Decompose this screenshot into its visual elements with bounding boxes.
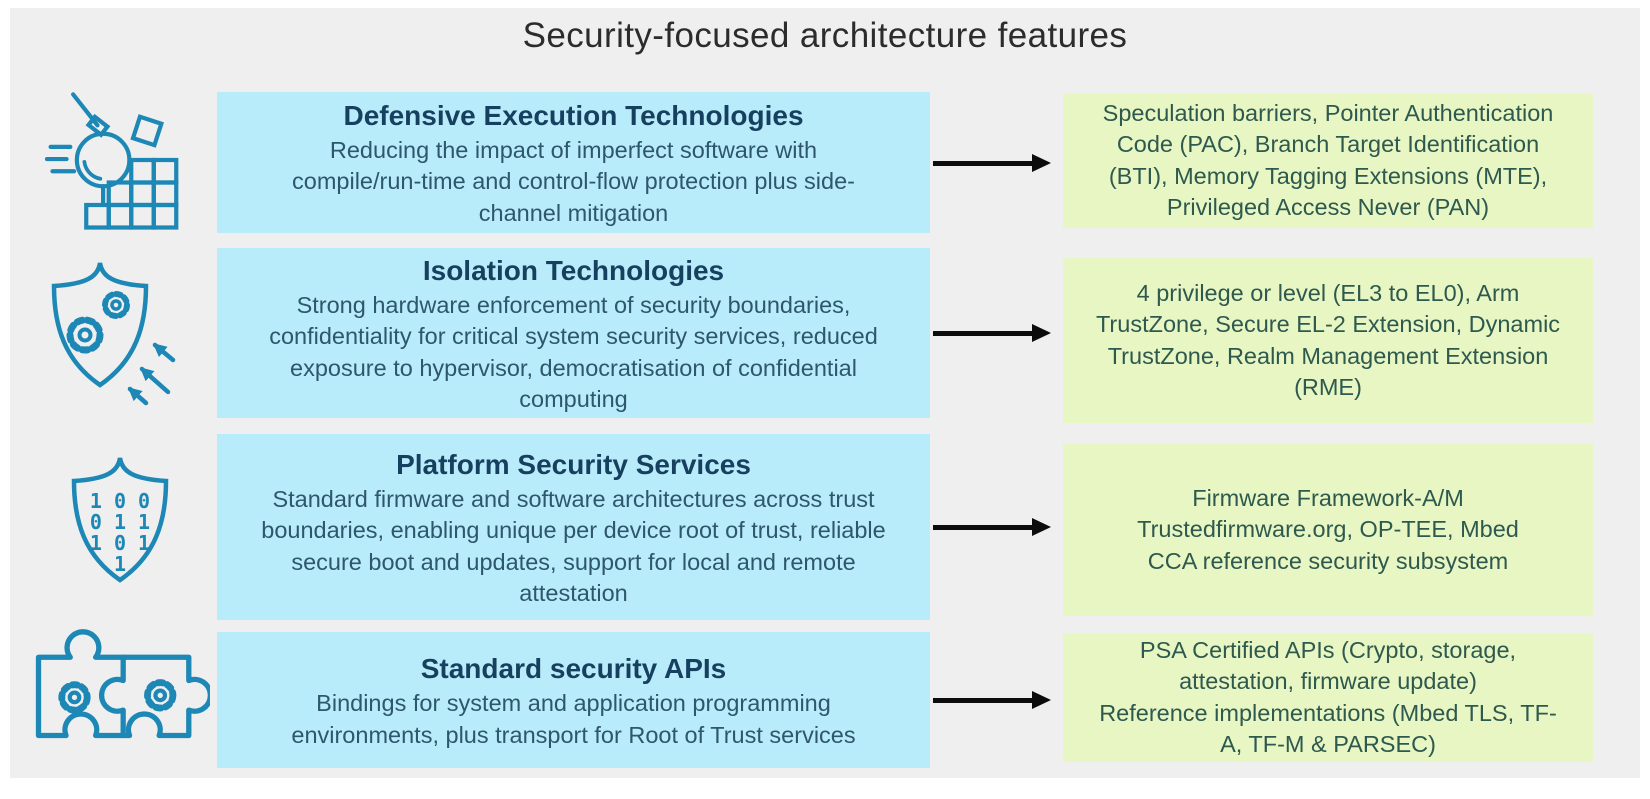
description-line: environments, plus transport for Root of… bbox=[291, 721, 856, 748]
description-line: channel mitigation bbox=[478, 199, 669, 226]
svg-text:1: 1 bbox=[114, 552, 126, 576]
svg-text:1 0 1: 1 0 1 bbox=[90, 531, 150, 555]
details-line: Speculation barriers, Pointer Authentica… bbox=[1102, 100, 1554, 126]
arrow-right-icon bbox=[933, 324, 1051, 342]
details-line: 4 privilege or level (EL3 to EL0), Arm bbox=[1136, 280, 1520, 306]
description-line: Bindings for system and application prog… bbox=[316, 690, 831, 717]
details-line: Privileged Access Never (PAN) bbox=[1166, 193, 1490, 220]
arrow-right-icon bbox=[933, 518, 1051, 536]
details-box-platform-security: Firmware Framework-A/M Trustedfirmware.o… bbox=[1063, 444, 1593, 616]
description-line: confidentiality for critical system secu… bbox=[269, 323, 878, 350]
arrow-right-icon bbox=[933, 154, 1051, 172]
details-line: attestation, firmware update) bbox=[1179, 668, 1477, 695]
arrow-right-icon bbox=[933, 691, 1051, 709]
description-line: compile/run-time and control-flow protec… bbox=[292, 168, 855, 195]
shield-binary-icon: 1 0 0 0 1 1 1 0 1 1 bbox=[58, 450, 182, 590]
svg-text:1 0 0: 1 0 0 bbox=[90, 489, 150, 513]
details-box-standard-apis: PSA Certified APIs (Crypto, storage, att… bbox=[1063, 633, 1593, 762]
details-line: CCA reference security subsystem bbox=[1147, 547, 1509, 574]
details-line: (BTI), Memory Tagging Extensions (MTE), bbox=[1108, 162, 1548, 189]
feature-box-defensive-execution: Defensive Execution Technologies Reducin… bbox=[217, 92, 930, 233]
description-line: attestation bbox=[519, 579, 628, 606]
description-line: computing bbox=[519, 385, 628, 412]
description-line: Reducing the impact of imperfect softwar… bbox=[329, 137, 818, 164]
details-line: Firmware Framework-A/M bbox=[1192, 485, 1464, 512]
details-box-defensive-execution: Speculation barriers, Pointer Authentica… bbox=[1063, 93, 1593, 228]
wrecking-ball-icon bbox=[45, 85, 195, 235]
feature-title: Isolation Technologies bbox=[422, 254, 725, 286]
description-line: Strong hardware enforcement of security … bbox=[296, 292, 851, 319]
description-line: boundaries, enabling unique per device r… bbox=[261, 517, 886, 544]
feature-title: Defensive Execution Technologies bbox=[343, 100, 804, 132]
details-box-isolation: 4 privilege or level (EL3 to EL0), Arm T… bbox=[1063, 258, 1593, 423]
feature-box-isolation: Isolation Technologies Strong hardware e… bbox=[217, 248, 930, 418]
feature-box-platform-security: Platform Security Services Standard firm… bbox=[217, 434, 930, 620]
puzzle-pieces-icon bbox=[30, 617, 210, 744]
svg-text:0 1 1: 0 1 1 bbox=[90, 510, 150, 534]
description-line: secure boot and updates, support for loc… bbox=[291, 548, 856, 575]
details-line: TrustZone, Realm Management Extension bbox=[1107, 342, 1549, 369]
details-line: A, TF-M & PARSEC) bbox=[1220, 730, 1436, 757]
details-line: (RME) bbox=[1294, 373, 1362, 400]
description-line: exposure to hypervisor, democratisation … bbox=[290, 354, 857, 381]
description-line: Standard firmware and software architect… bbox=[272, 486, 875, 513]
details-line: Code (PAC), Branch Target Identification bbox=[1116, 131, 1540, 158]
feature-box-standard-apis: Standard security APIs Bindings for syst… bbox=[217, 632, 930, 768]
details-line: TrustZone, Secure EL-2 Extension, Dynami… bbox=[1095, 311, 1561, 338]
shield-gears-icon bbox=[38, 255, 198, 410]
feature-title: Standard security APIs bbox=[420, 653, 727, 685]
details-line: PSA Certified APIs (Crypto, storage, bbox=[1139, 637, 1517, 663]
page-title: Security-focused architecture features bbox=[522, 16, 1128, 55]
feature-title: Platform Security Services bbox=[396, 448, 751, 480]
details-line: Reference implementations (Mbed TLS, TF- bbox=[1099, 699, 1557, 726]
details-line: Trustedfirmware.org, OP-TEE, Mbed bbox=[1137, 516, 1519, 543]
